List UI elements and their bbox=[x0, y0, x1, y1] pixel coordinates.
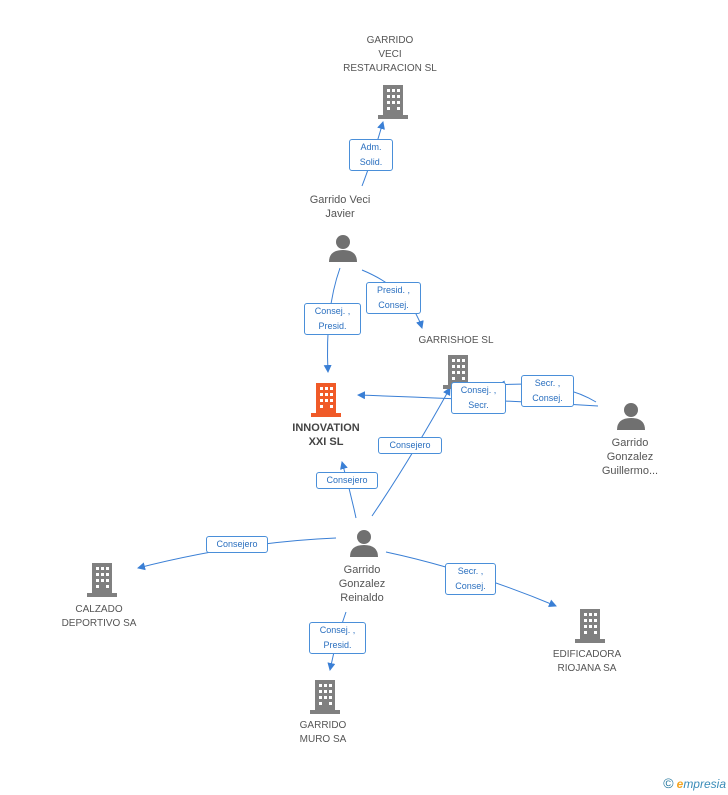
edge-label-consej-secr-garrishoe: Consej. , Secr. bbox=[451, 382, 506, 414]
node-label-calzado-deportivo[interactable]: CALZADO DEPORTIVO SA bbox=[61, 604, 137, 629]
building-icon-calzado bbox=[87, 563, 117, 597]
person-icon-reinaldo bbox=[350, 530, 378, 557]
edge-label-secr-consej-edificadora: Secr. , Consej. bbox=[445, 563, 496, 595]
node-label-garrido-gonzalez-reinaldo[interactable]: Garrido Gonzalez Reinaldo bbox=[338, 564, 386, 604]
building-icon-innovation bbox=[311, 383, 341, 417]
node-label-innovation[interactable]: INNOVATION XXI SL bbox=[292, 422, 360, 448]
brand-name: mpresia bbox=[683, 777, 726, 791]
empresia-watermark: ©empresia bbox=[663, 775, 726, 791]
brand-initial: e bbox=[676, 777, 684, 791]
copyright-symbol: © bbox=[663, 775, 674, 791]
edge-label-consej-presid-javier: Consej. , Presid. bbox=[304, 303, 361, 335]
edge-label-consejero-innovation: Consejero bbox=[316, 472, 378, 489]
node-label-garrido-veci-javier[interactable]: Garrido Veci Javier bbox=[309, 194, 371, 220]
node-label-edificadora-riojana[interactable]: EDIFICADORA RIOJANA SA bbox=[552, 649, 622, 674]
edge-label-secr-consej-guillermo: Secr. , Consej. bbox=[521, 375, 574, 407]
node-label-garrido-muro[interactable]: GARRIDO MURO SA bbox=[299, 720, 347, 745]
node-label-garrishoe[interactable]: GARRISHOE SL bbox=[418, 335, 494, 346]
edge-reinaldo-garrishoe bbox=[371, 387, 451, 517]
edge-label-consejero-garrishoe: Consejero bbox=[378, 437, 442, 454]
building-icon-restauracion bbox=[378, 85, 408, 119]
edge-label-consejero-calzado: Consejero bbox=[206, 536, 268, 553]
edge-label-consej-presid-muro: Consej. , Presid. bbox=[309, 622, 366, 654]
person-icon-guillermo bbox=[617, 403, 645, 430]
edge-label-presid-consej-javier: Presid. , Consej. bbox=[366, 282, 421, 314]
edge-reinaldo-innovation bbox=[340, 461, 357, 519]
person-icon-javier bbox=[329, 235, 357, 262]
node-label-garrido-gonzalez-guillermo[interactable]: Garrido Gonzalez Guillermo... bbox=[601, 437, 659, 477]
edge-label-adm-solid: Adm. Solid. bbox=[349, 139, 393, 171]
building-icon-muro bbox=[310, 680, 340, 714]
building-icon-edificadora bbox=[575, 609, 605, 643]
node-label-garrido-veci-restauracion[interactable]: GARRIDO VECI RESTAURACION SL bbox=[343, 35, 437, 74]
